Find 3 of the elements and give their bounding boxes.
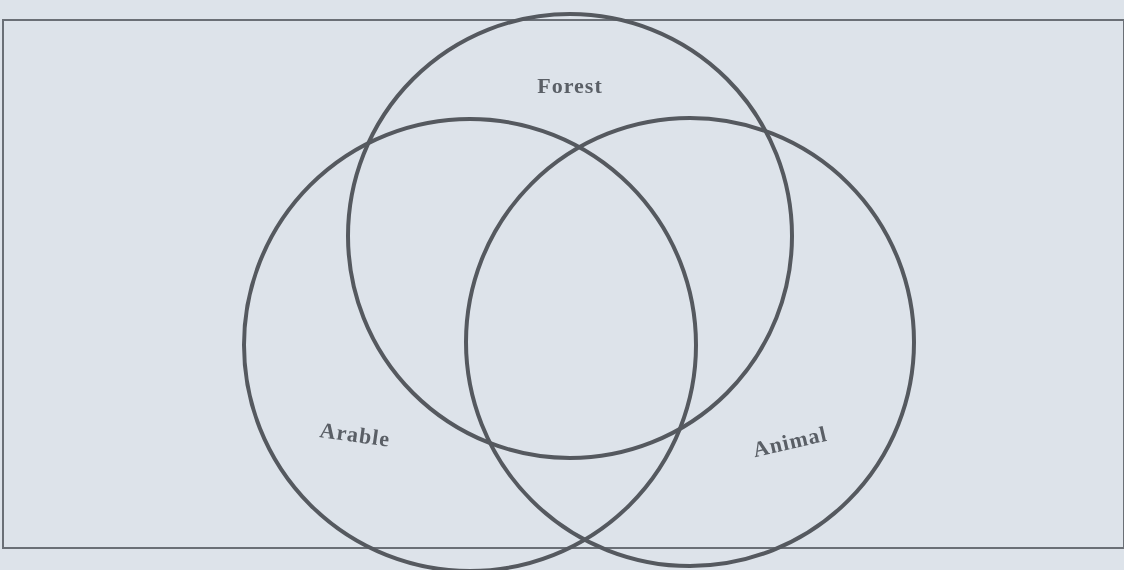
set-label: Animal: [750, 420, 830, 464]
set-label: Arable: [318, 417, 392, 453]
set-label: Forest: [537, 73, 603, 99]
